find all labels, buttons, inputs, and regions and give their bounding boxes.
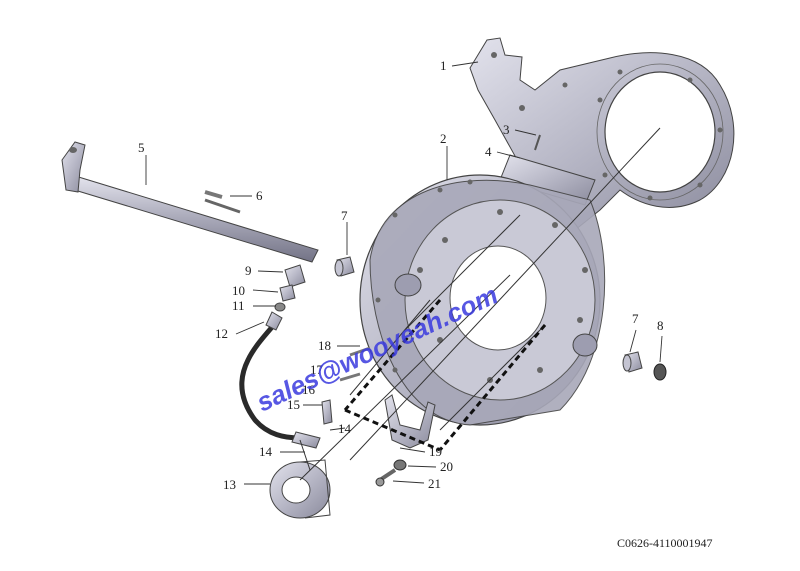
callout-14-left: 14 bbox=[259, 444, 273, 459]
callout-9: 9 bbox=[245, 263, 252, 278]
callout-8: 8 bbox=[657, 318, 664, 333]
callout-7-left: 7 bbox=[341, 208, 348, 223]
callout-6: 6 bbox=[256, 188, 263, 203]
callout-18: 18 bbox=[318, 338, 331, 353]
bolt-15 bbox=[321, 399, 333, 425]
callouts: 1 2 3 4 5 6 7 7 8 9 10 11 12 13 14 14 15… bbox=[138, 58, 664, 492]
bushing-left bbox=[334, 256, 355, 277]
callout-20: 20 bbox=[440, 459, 453, 474]
screw-small bbox=[534, 134, 541, 151]
leader-lines bbox=[145, 61, 663, 485]
callout-13: 13 bbox=[223, 477, 236, 492]
washer-11 bbox=[274, 302, 286, 312]
callout-19: 19 bbox=[429, 444, 442, 459]
callout-11: 11 bbox=[232, 298, 245, 313]
callout-14-right: 14 bbox=[338, 421, 352, 436]
drawing-code: C0626-4110001947 bbox=[617, 536, 713, 550]
callout-1: 1 bbox=[440, 58, 447, 73]
fork-19 bbox=[384, 394, 436, 449]
callout-4: 4 bbox=[485, 144, 492, 159]
nut-20 bbox=[393, 459, 407, 471]
callout-17: 17 bbox=[310, 362, 324, 377]
callout-3: 3 bbox=[503, 122, 510, 137]
hose bbox=[239, 311, 321, 449]
callout-21: 21 bbox=[428, 476, 441, 491]
release-bearing bbox=[269, 459, 331, 519]
callout-2: 2 bbox=[440, 131, 447, 146]
callout-5: 5 bbox=[138, 140, 145, 155]
cap-8 bbox=[653, 363, 667, 381]
pin-17-18 bbox=[339, 346, 371, 382]
fitting-10 bbox=[279, 284, 296, 302]
bolt-21 bbox=[375, 468, 397, 487]
assembly-lines bbox=[299, 127, 661, 481]
callout-16: 16 bbox=[302, 382, 316, 397]
callout-7-right: 7 bbox=[632, 311, 639, 326]
callout-12: 12 bbox=[215, 326, 228, 341]
callout-15: 15 bbox=[287, 397, 300, 412]
pin bbox=[204, 190, 223, 199]
fitting-9 bbox=[284, 264, 306, 288]
bushing-right bbox=[622, 351, 643, 373]
dashed-alignment bbox=[343, 299, 547, 452]
shaft bbox=[61, 141, 319, 263]
callout-10: 10 bbox=[232, 283, 245, 298]
